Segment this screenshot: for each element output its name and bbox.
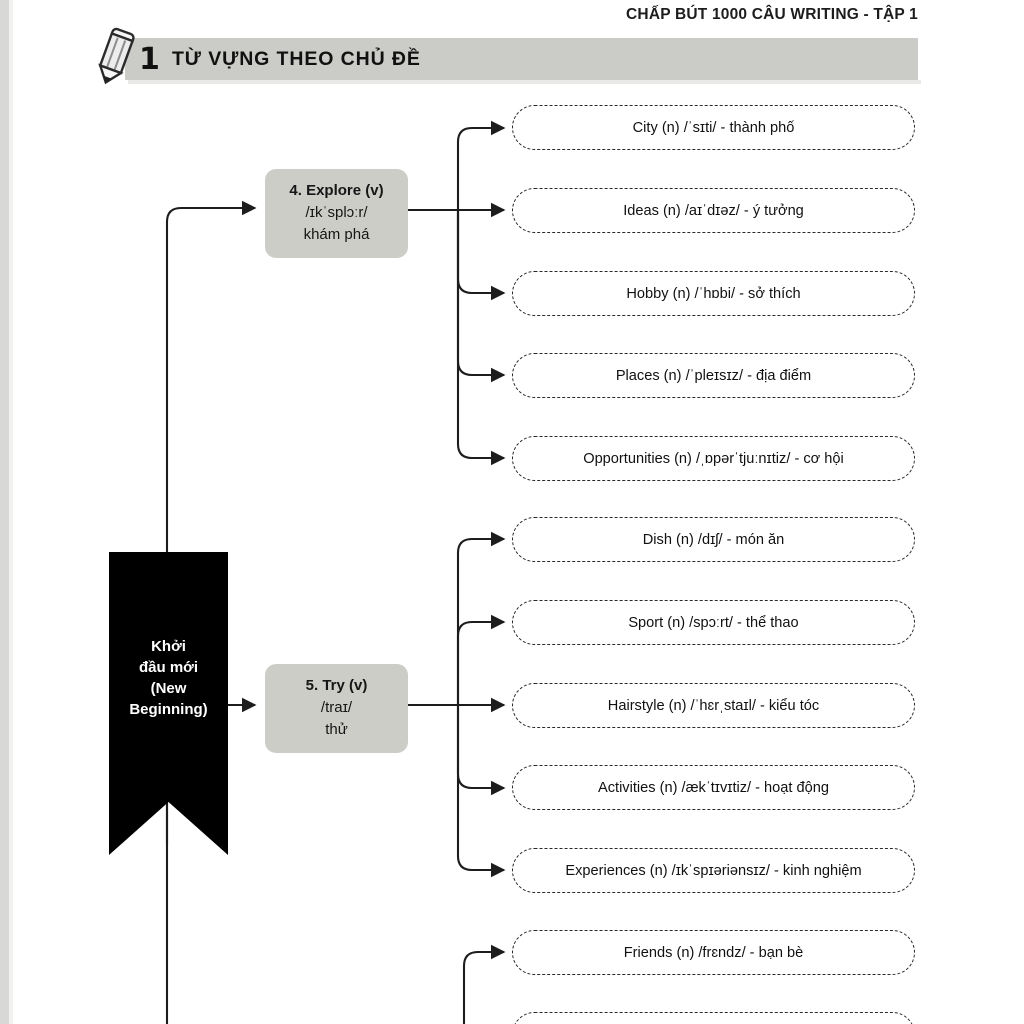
banner-line-2: đầu mới	[138, 658, 198, 676]
page-edge-strip	[0, 0, 9, 1024]
vocab-word: Activities (n)	[597, 779, 678, 796]
vocab-word: City (n)	[632, 119, 680, 136]
banner-line-1: Khởi	[151, 637, 186, 655]
vocab-word: Sport (n)	[628, 614, 686, 631]
center-banner-label: Khởi đầu mới (New Beginning)	[109, 552, 228, 855]
vocab-pill[interactable]: Activities (n) /ækˈtɪvɪtiz/ - hoạt động	[512, 765, 915, 810]
topic-node-try[interactable]: 5. Try (v) /traɪ/ thử	[265, 664, 408, 753]
topic-node-word: 4. Explore (v)	[289, 182, 384, 199]
vocab-pill[interactable]: Experiences (n) /ɪkˈspɪəriənsɪz/ - kinh …	[512, 848, 915, 893]
vocab-pill[interactable]: Hairstyle (n) /ˈhɛrˌstaɪl/ - kiểu tóc	[512, 683, 915, 728]
banner-line-4: Beginning)	[129, 700, 208, 718]
page-edge-highlight	[9, 0, 13, 1024]
vocab-pill[interactable]: Ideas (n) /aɪˈdɪəz/ - ý tưởng	[512, 188, 915, 233]
vocab-detail: /ɪkˈspɪəriənsɪz/ - kinh nghiệm	[671, 862, 862, 879]
vocab-detail: /dɪʃ/ - món ăn	[697, 531, 785, 548]
topic-node-word: 5. Try (v)	[305, 677, 368, 694]
vocab-pill-clipped[interactable]	[512, 1012, 915, 1024]
vocab-detail: /aɪˈdɪəz/ - ý tưởng	[684, 202, 804, 219]
banner-line-3: (New	[150, 679, 187, 697]
vocab-word: Places (n)	[615, 367, 682, 384]
vocab-word: Opportunities (n)	[583, 450, 692, 467]
topic-node-meaning: khám phá	[303, 226, 370, 243]
section-header-shadow	[128, 80, 921, 84]
vocab-detail: /ˈhɛrˌstaɪl/ - kiểu tóc	[690, 697, 820, 714]
vocab-detail: /ˈhɒbi/ - sở thích	[694, 285, 801, 302]
vocab-word: Hobby (n)	[626, 285, 691, 302]
vocab-detail: /ækˈtɪvɪtiz/ - hoạt động	[681, 779, 829, 796]
vocab-word: Dish (n)	[642, 531, 694, 548]
vocab-detail: /spɔːrt/ - thể thao	[689, 614, 799, 631]
vocab-detail: /ˈsɪti/ - thành phố	[683, 119, 795, 136]
vocab-word: Experiences (n)	[565, 862, 668, 879]
vocab-pill[interactable]: Opportunities (n) /ˌɒpərˈtjuːnɪtiz/ - cơ…	[512, 436, 915, 481]
pencil-icon	[98, 27, 135, 85]
vocab-pill[interactable]: Hobby (n) /ˈhɒbi/ - sở thích	[512, 271, 915, 316]
center-banner: Khởi đầu mới (New Beginning)	[109, 552, 228, 855]
vocab-pill[interactable]: Friends (n) /frɛndz/ - bạn bè	[512, 930, 915, 975]
topic-node-explore[interactable]: 4. Explore (v) /ɪkˈsplɔːr/ khám phá	[265, 169, 408, 258]
vocab-pill[interactable]: Sport (n) /spɔːrt/ - thể thao	[512, 600, 915, 645]
vocab-word: Hairstyle (n)	[607, 697, 687, 714]
vocab-pill[interactable]: Dish (n) /dɪʃ/ - món ăn	[512, 517, 915, 562]
vocab-word: Friends (n)	[623, 944, 695, 961]
vocab-word: Ideas (n)	[623, 202, 681, 219]
book-title: CHẤP BÚT 1000 CÂU WRITING - TẬP 1	[626, 6, 918, 23]
section-header-bar	[125, 38, 918, 80]
vocab-pill[interactable]: City (n) /ˈsɪti/ - thành phố	[512, 105, 915, 150]
topic-node-ipa: /traɪ/	[320, 699, 353, 716]
section-title: TỪ VỰNG THEO CHỦ ĐỀ	[172, 48, 421, 70]
vocab-detail: /ˈpleɪsɪz/ - địa điểm	[685, 367, 812, 384]
topic-node-meaning: thử	[325, 721, 348, 738]
topic-node-ipa: /ɪkˈsplɔːr/	[305, 204, 368, 221]
section-number: 1	[139, 42, 160, 77]
vocab-pill[interactable]: Places (n) /ˈpleɪsɪz/ - địa điểm	[512, 353, 915, 398]
vocab-detail: /ˌɒpərˈtjuːnɪtiz/ - cơ hội	[695, 450, 844, 467]
vocab-detail: /frɛndz/ - bạn bè	[698, 944, 804, 961]
